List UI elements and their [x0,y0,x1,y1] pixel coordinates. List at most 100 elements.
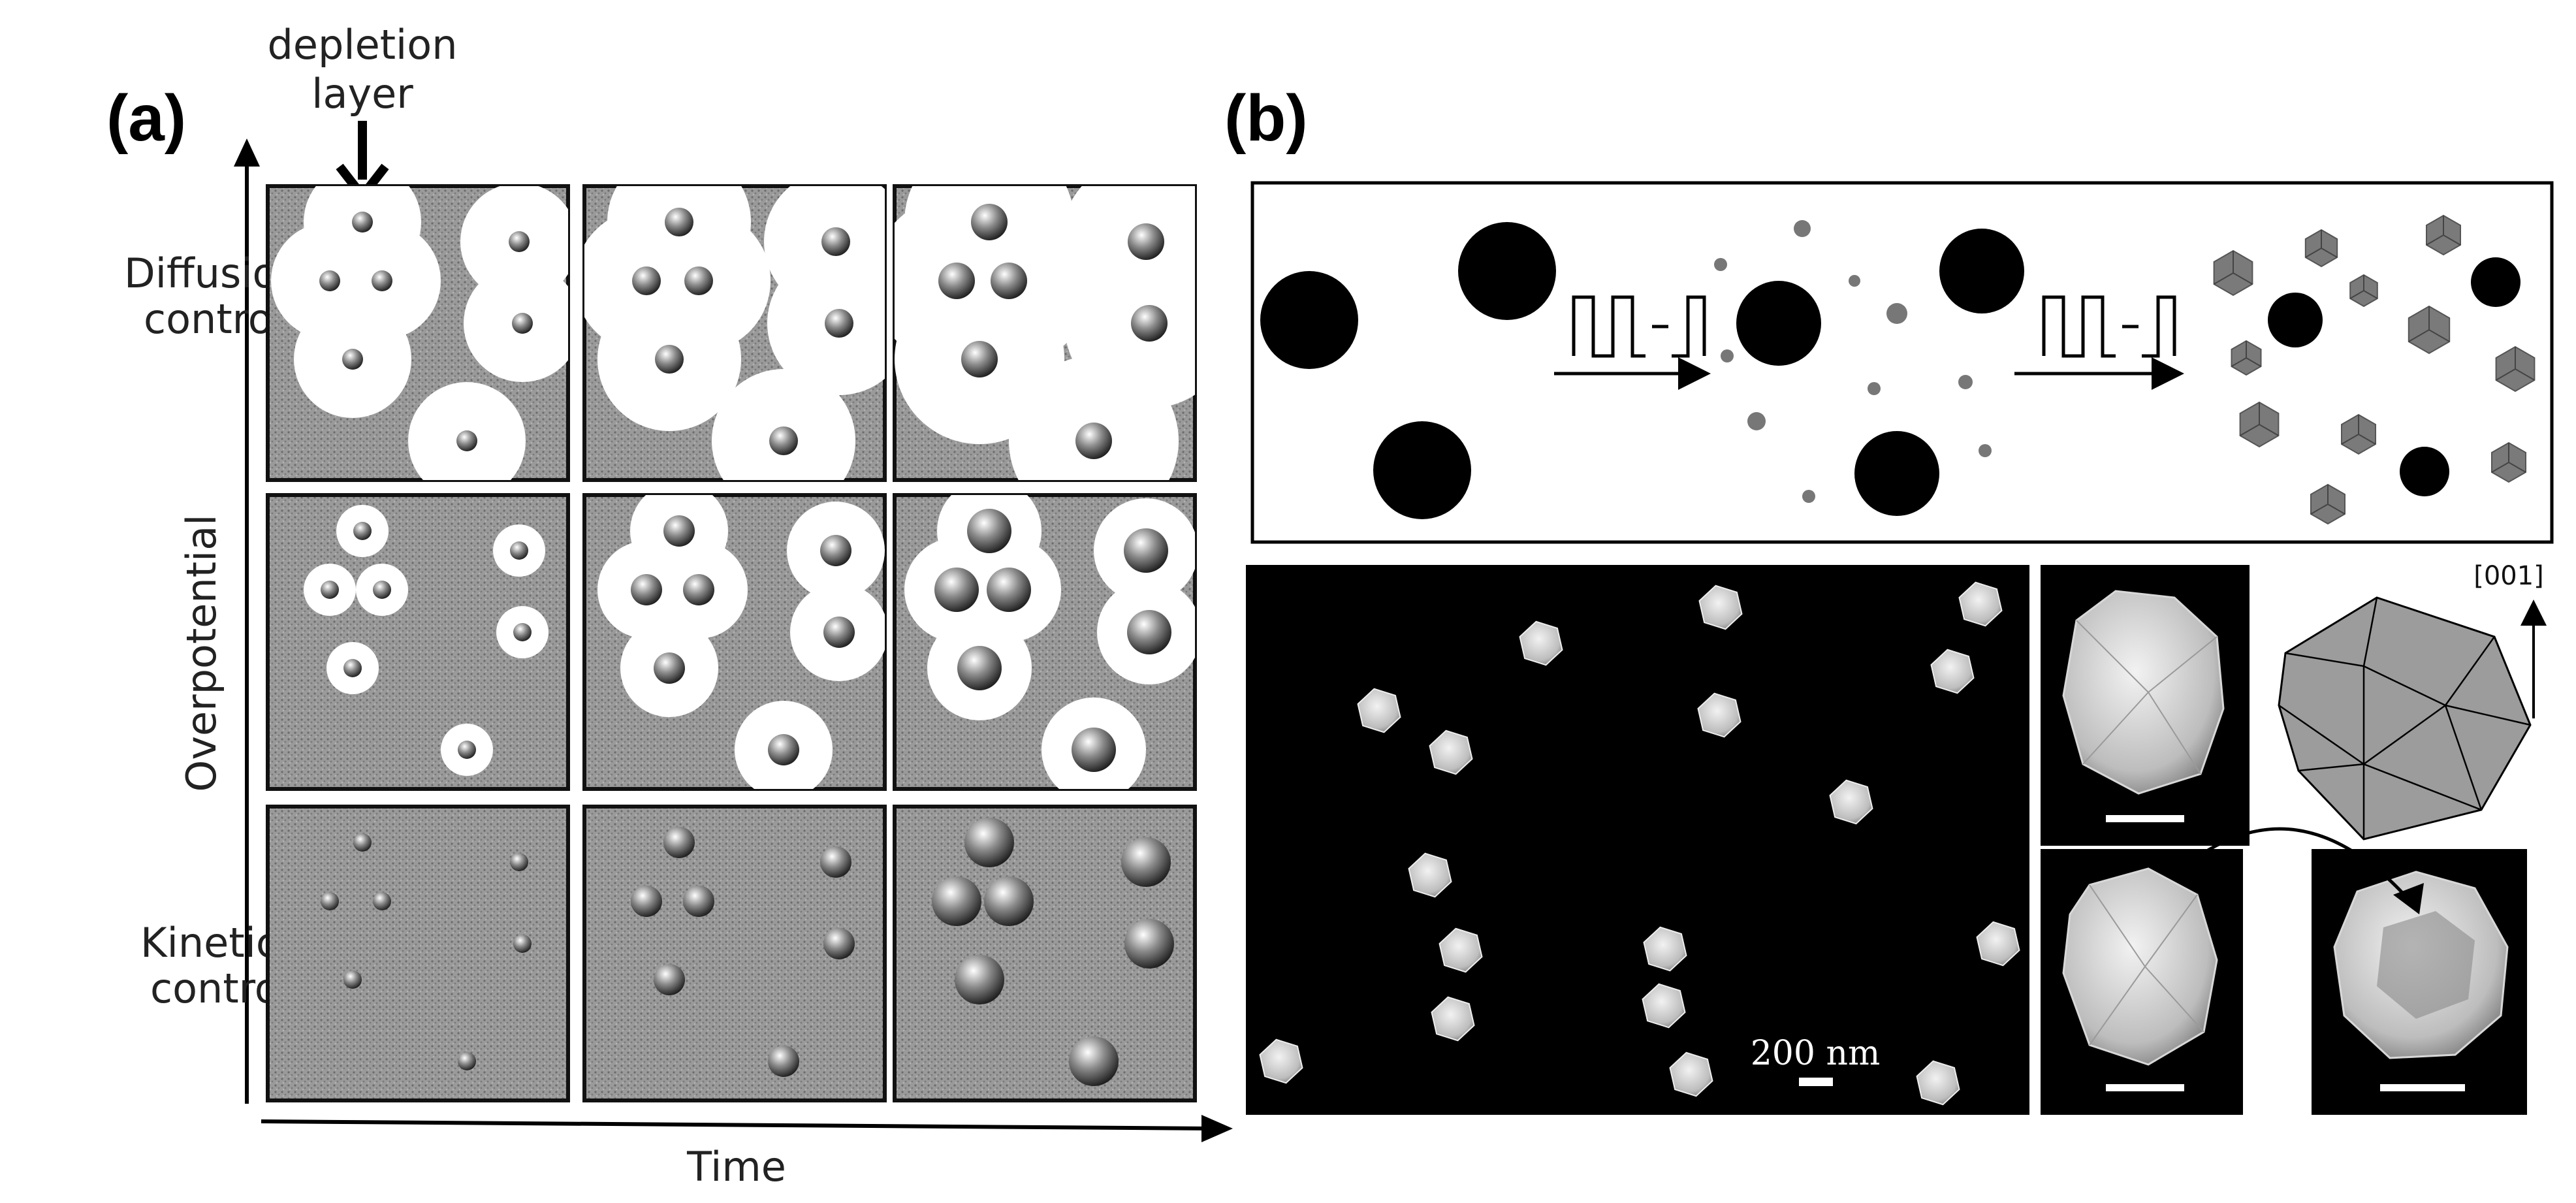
particle [823,928,855,959]
nanocrystal-hexagon [2341,413,2376,455]
y-axis-label: Overpotential [178,515,225,792]
particle [1127,610,1171,654]
particle [343,970,362,989]
nanocrystal-hexagon [2304,229,2338,268]
particle [984,876,1034,926]
dark-particle [2471,257,2520,307]
particle [654,652,685,684]
x-axis [261,1115,1233,1142]
dark-particle [1458,222,1556,320]
particle [631,886,662,917]
sem-crystal [1930,649,1975,694]
direction-label: [001] [2473,561,2544,591]
sem-crystal [1439,927,1483,973]
sem-crystal [1976,921,2020,967]
particle [319,270,340,291]
panel-a: (a) depletion layer Overpotential Time D… [106,21,1233,1191]
particle [631,574,662,605]
particle [632,266,661,295]
schematic-particles-stage3 [2213,214,2536,525]
particle [768,734,799,765]
scale-bar-label: 200 nm [1751,1034,1881,1073]
grid-cell [893,805,1197,1102]
schematic-particles-stage2 [1714,220,2024,516]
schematic-particles-stage1 [1260,222,1556,519]
particle [957,646,1002,690]
nanocrystal-hexagon [2231,340,2262,376]
particle [1069,1036,1119,1086]
particle [353,522,372,540]
panel-b: (b) [1224,82,2554,1115]
nanocrystal-hexagons [2213,214,2536,525]
particle [458,1052,476,1070]
particle [458,741,476,759]
particle [964,818,1014,867]
scale-bar [2106,815,2184,822]
grid-cell [266,184,570,482]
particle [663,515,695,547]
particle [1124,919,1174,969]
particle [665,208,693,236]
depletion-label-line2: layer [311,70,413,118]
particle [373,892,391,910]
nanocrystal-hexagon [2310,483,2345,525]
particle [967,509,1011,553]
sem-crystal [1669,1051,1713,1097]
crystal-shape [2062,867,2218,1066]
particle [1131,305,1168,342]
nanocrystal-hexagon [2495,345,2536,393]
sem-crystal [1643,926,1687,972]
particle [510,541,528,560]
transition-arrow-icon [2176,827,2417,909]
particle [1072,728,1116,772]
grid-cell [893,493,1197,791]
nanocrystal-hexagon [2426,214,2461,256]
grid-cell [266,805,570,1102]
sem-crystal [1698,585,1743,630]
particle [938,263,975,299]
particle [820,846,851,878]
particle [512,313,533,334]
particle [510,853,528,871]
sem-nanocrystals [1259,581,2020,1106]
cell-grid [266,184,1197,1102]
sem-crystal [1697,692,1741,738]
particle [987,568,1031,612]
dark-particle [1854,431,1939,516]
particle [372,270,392,291]
x-axis-label: Time [686,1143,786,1191]
particle [509,231,530,252]
pulse-waveform-icon-1 [1554,295,1711,390]
sem-crystal [1408,852,1452,898]
crystal-shape [2062,590,2225,795]
particle [373,581,391,599]
particle [513,935,532,953]
scale-bar [1799,1078,1833,1086]
sem-crystal [1916,1060,1960,1106]
pulse-waveform-icon-2 [2014,295,2184,390]
row-label-diffusion-line2: control [144,295,284,343]
sem-crystal [1519,620,1563,666]
dark-particle [1736,281,1821,366]
grid-cell [266,493,570,791]
particle [955,955,1004,1004]
dark-particle [2400,447,2449,496]
y-axis [234,138,260,1104]
particle [663,827,695,858]
depletion-zone [712,369,855,480]
particle [823,617,855,648]
sem-image [1246,565,2029,1115]
scale-bar [2380,1084,2465,1091]
particle [654,964,685,995]
grid-cell [582,184,887,482]
nanocrystal-hexagon [2491,441,2526,483]
particle [342,349,363,370]
grid-cell [893,184,1197,482]
depletion-zone [1009,356,1179,480]
grid-cell [582,805,887,1102]
dark-particle [1939,229,2024,313]
scale-bar [2106,1084,2184,1091]
particle [513,623,532,641]
particle [991,263,1027,299]
transition-arrowhead-icon [2393,883,2424,914]
